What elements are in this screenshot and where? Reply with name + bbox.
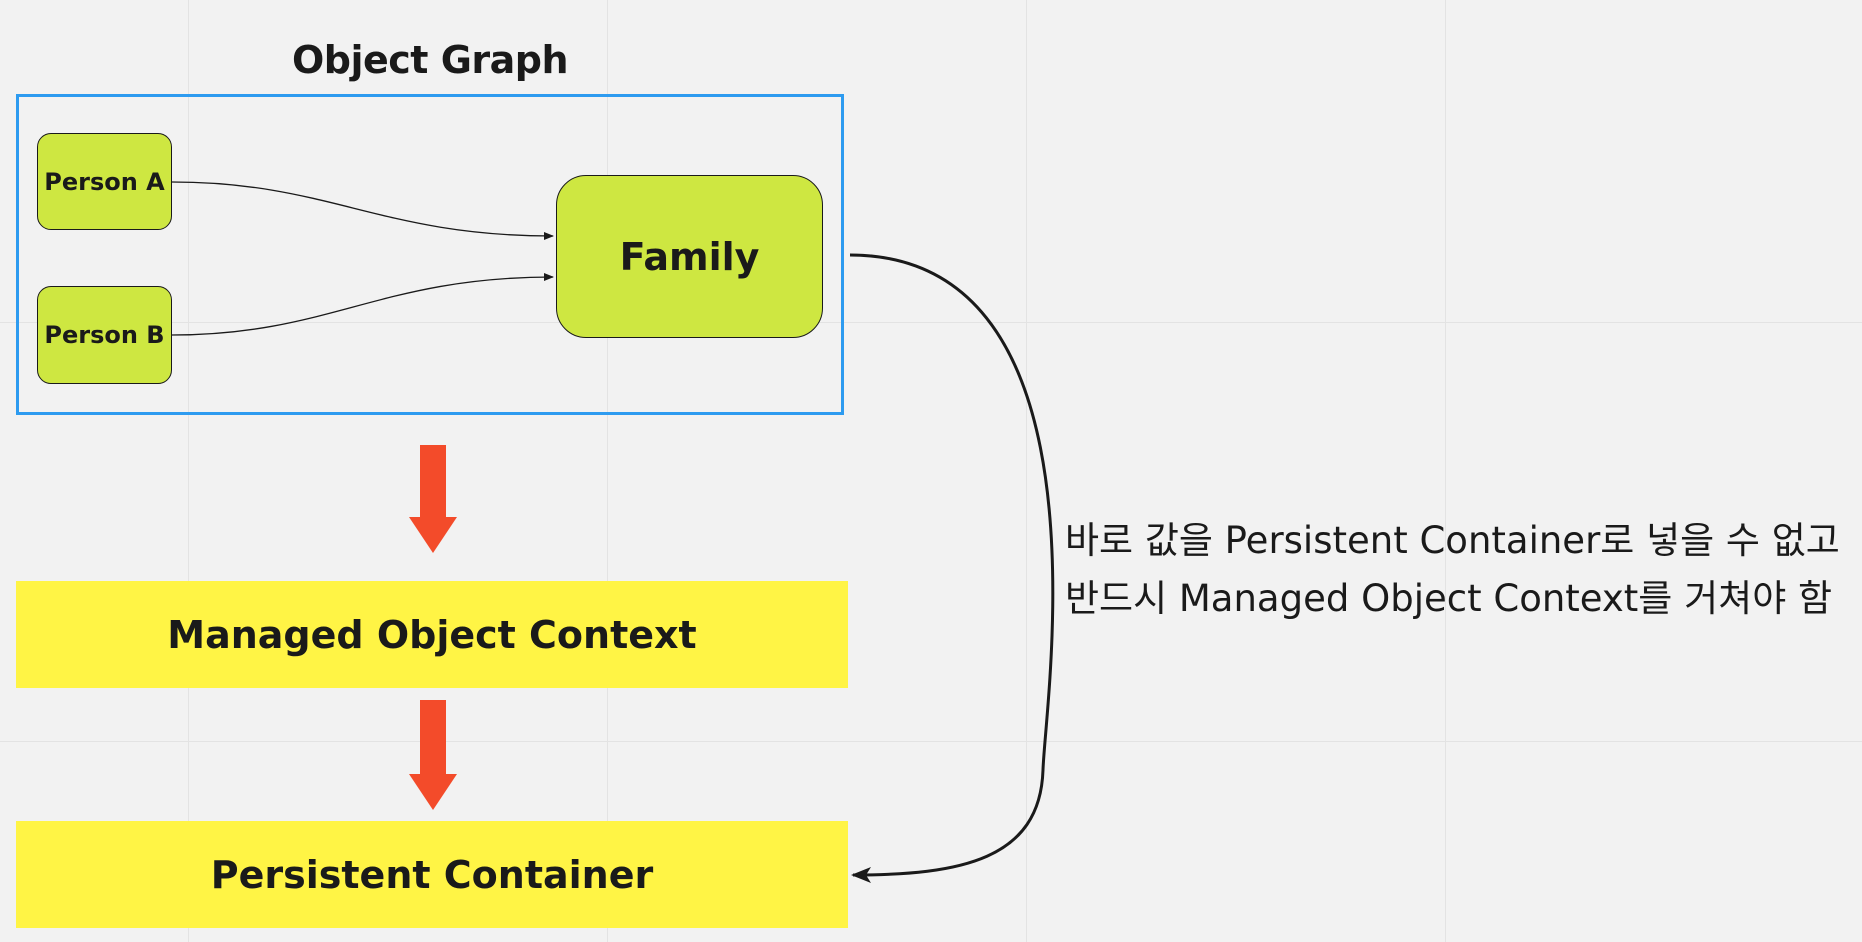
node-person-b-label: Person B bbox=[44, 321, 165, 349]
annotation-line-2: 반드시 Managed Object Context를 거쳐야 함 bbox=[1065, 577, 1833, 620]
node-person-a-label: Person A bbox=[44, 167, 165, 196]
arrow-head bbox=[409, 774, 457, 810]
persistent-container-box[interactable]: Persistent Container bbox=[16, 821, 848, 928]
managed-object-context-label: Managed Object Context bbox=[167, 612, 697, 657]
edge-family-to-persistent-container[interactable] bbox=[849, 253, 1055, 883]
arrow-shaft bbox=[420, 700, 446, 776]
edge-person-a-to-family[interactable] bbox=[171, 181, 554, 240]
object-graph-frame[interactable] bbox=[16, 94, 844, 415]
edge-person-b-to-family[interactable] bbox=[171, 273, 554, 336]
persistent-container-label: Persistent Container bbox=[210, 852, 654, 897]
annotation-note[interactable]: 바로 값을 Persistent Container로 넣을 수 없고 반드시 … bbox=[1065, 512, 1855, 628]
arrow-shaft bbox=[420, 445, 446, 519]
node-person-a[interactable]: Person A bbox=[37, 133, 172, 230]
object-graph-title: Object Graph bbox=[291, 38, 569, 82]
managed-object-context-box[interactable]: Managed Object Context bbox=[16, 581, 848, 688]
node-family-label: Family bbox=[619, 234, 760, 279]
down-arrow-icon[interactable] bbox=[409, 700, 457, 810]
annotation-line-1: 바로 값을 Persistent Container로 넣을 수 없고 bbox=[1065, 519, 1840, 562]
down-arrow-icon[interactable] bbox=[409, 445, 457, 553]
node-person-b[interactable]: Person B bbox=[37, 286, 172, 384]
node-family[interactable]: Family bbox=[556, 175, 823, 338]
arrow-head bbox=[409, 517, 457, 553]
